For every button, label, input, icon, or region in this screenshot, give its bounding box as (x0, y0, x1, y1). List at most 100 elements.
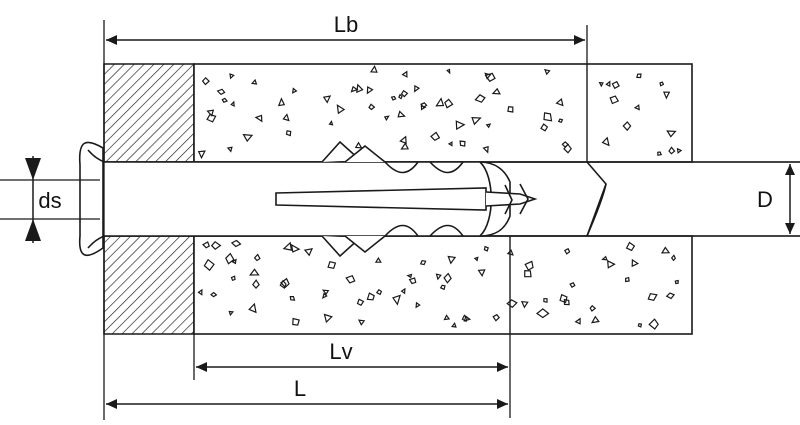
aggregate-speck (202, 241, 210, 249)
aggregate-speck (400, 287, 406, 295)
aggregate-speck (415, 301, 421, 309)
d-label: D (757, 187, 773, 212)
aggregate-speck (506, 249, 514, 256)
aggregate-speck (435, 97, 445, 107)
aggregate-speck (598, 81, 604, 88)
aggregate-speck (443, 272, 452, 284)
extension-lines (0, 20, 800, 420)
aggregate-speck (252, 279, 260, 289)
aggregate-speck (254, 114, 263, 123)
aggregate-speck (543, 298, 548, 303)
aggregate-speck (216, 88, 226, 96)
aggregate-speck (633, 104, 640, 111)
aggregate-speck (366, 292, 375, 301)
aggregate-speck (561, 141, 570, 148)
l-label: L (294, 376, 306, 401)
aggregate-speck (383, 115, 390, 122)
aggregate-speck (483, 245, 489, 252)
aggregate-speck (670, 254, 677, 262)
aggregate-speck (210, 241, 222, 250)
aggregate-speck (398, 93, 403, 100)
aggregate-speck (590, 315, 600, 324)
aggregate-speck (230, 239, 242, 248)
aggregate-speck (282, 113, 290, 122)
aggregate-speck (450, 321, 457, 328)
aggregate-speck (648, 318, 659, 330)
aggregate-speck (336, 104, 346, 115)
aggregate-speck (229, 73, 235, 80)
aggregate-speck (328, 120, 334, 126)
aggregate-speck (225, 252, 235, 265)
aggregate-speck (230, 100, 235, 108)
aggregate-speck (420, 104, 427, 111)
aggregate-speck (226, 146, 233, 153)
aggregate-speck (303, 247, 314, 257)
aggregate-speck (406, 273, 413, 279)
lv-label: Lv (329, 339, 352, 364)
aggregate-speck (430, 131, 441, 142)
aggregate-speck (350, 85, 359, 93)
aggregate-speck (439, 284, 446, 291)
aggregate-speck (491, 87, 501, 95)
aggregate-speck (400, 142, 410, 150)
aggregate-speck (366, 86, 374, 95)
aggregate-speck (666, 130, 677, 138)
aggregate-speck (443, 314, 451, 321)
aggregate-speck (589, 304, 597, 312)
aggregate-speck (559, 293, 568, 304)
aggregate-speck (290, 243, 301, 253)
aggregate-speck (524, 260, 534, 271)
aggregate-speck (544, 68, 551, 76)
aggregate-speck (524, 269, 532, 278)
aggregate-speck (535, 308, 550, 319)
aggregate-speck (609, 95, 620, 105)
aggregate-speck (242, 133, 254, 143)
screw-shank (275, 183, 538, 215)
aggregate-speck (657, 151, 663, 156)
aggregate-speck (231, 258, 237, 265)
screw-head (78, 141, 105, 257)
aggregate-speck (197, 288, 203, 296)
aggregate-speck (248, 302, 257, 314)
aggregate-speck (201, 76, 210, 86)
aggregate-speck (520, 301, 529, 309)
aggregate-speck (356, 83, 364, 94)
aggregate-speck (280, 277, 290, 289)
aggregate-speck (676, 147, 683, 154)
aggregate-speck (477, 269, 486, 278)
aggregate-speck (607, 259, 616, 269)
aggregate-speck (397, 110, 406, 118)
aggregate-speck (322, 95, 332, 104)
aggregate-speck (507, 106, 514, 113)
aggregate-speck (662, 91, 671, 100)
aggregate-speck (474, 94, 486, 103)
aggregate-speck (392, 294, 402, 306)
base-material (193, 63, 693, 335)
aggregate-speck (540, 123, 549, 132)
concrete-aggregate (197, 64, 683, 330)
aggregate-speck (459, 140, 466, 147)
aggregate-speck (206, 113, 217, 123)
aggregate-speck (482, 145, 489, 154)
aggregate-speck (285, 130, 292, 137)
ds-label: ds (38, 188, 61, 213)
aggregate-speck (408, 277, 417, 285)
aggregate-speck (323, 313, 333, 324)
aggregate-speck (230, 275, 236, 282)
aggregate-speck (637, 323, 643, 328)
aggregate-speck (368, 103, 376, 111)
aggregate-speck (221, 97, 228, 103)
ds-arrowheads (25, 158, 41, 241)
aggregate-speck (345, 274, 356, 284)
aggregate-speck (446, 68, 451, 75)
aggregate-speck (631, 258, 640, 268)
aggregate-speck (659, 81, 665, 87)
aggregate-speck (674, 279, 679, 285)
aggregate-speck (321, 289, 330, 296)
dimension-lines (32, 35, 795, 409)
aggregate-speck (611, 80, 620, 90)
aggregate-speck (473, 256, 479, 262)
aggregate-speck (282, 241, 293, 251)
aggregate-speck (401, 70, 408, 78)
aggregate-speck (605, 80, 611, 88)
